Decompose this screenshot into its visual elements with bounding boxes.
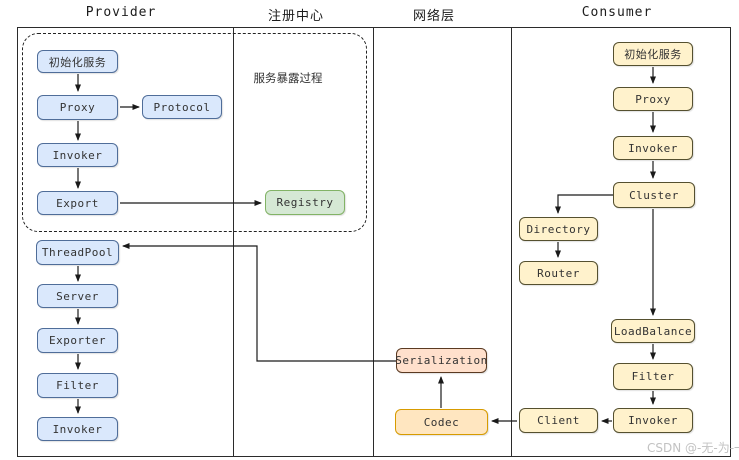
column-divider-3 (511, 27, 512, 456)
column-header-provider: Provider (85, 5, 157, 20)
service-expose-group-outline (22, 33, 367, 232)
node-provider-init-service: 初始化服务 (37, 50, 118, 73)
node-provider-server: Server (37, 284, 118, 308)
node-provider-export: Export (37, 191, 118, 215)
node-consumer-router: Router (519, 261, 598, 285)
node-consumer-client: Client (519, 408, 598, 433)
node-registry: Registry (265, 190, 345, 215)
node-provider-exporter: Exporter (37, 328, 118, 353)
diagram-frame (17, 27, 731, 457)
node-provider-protocol: Protocol (142, 95, 222, 119)
node-provider-proxy: Proxy (37, 95, 118, 120)
column-header-registry-center: 注册中心 (267, 9, 325, 24)
node-consumer-loadbalance: LoadBalance (611, 319, 695, 343)
node-provider-invoker: Invoker (37, 143, 118, 167)
node-provider-filter: Filter (37, 373, 118, 398)
node-consumer-cluster: Cluster (613, 182, 695, 208)
node-consumer-init-service: 初始化服务 (613, 42, 693, 66)
node-consumer-proxy: Proxy (613, 87, 693, 111)
node-consumer-invoker: Invoker (613, 136, 693, 160)
node-consumer-filter: Filter (613, 363, 693, 390)
service-expose-label: 服务暴露过程 (253, 71, 323, 85)
node-codec: Codec (395, 409, 488, 435)
node-provider-invoker-bottom: Invoker (37, 417, 118, 441)
node-consumer-directory: Directory (519, 217, 598, 241)
column-header-consumer: Consumer (581, 5, 653, 20)
column-divider-2 (373, 27, 374, 456)
node-serialization: Serialization (395, 348, 487, 373)
node-consumer-invoker-bottom: Invoker (613, 408, 693, 433)
csdn-watermark: CSDN @-无-为-一 (647, 441, 739, 455)
node-provider-threadpool: ThreadPool (36, 240, 119, 265)
column-divider-1 (233, 27, 234, 456)
column-header-network-layer: 网络层 (412, 9, 456, 24)
